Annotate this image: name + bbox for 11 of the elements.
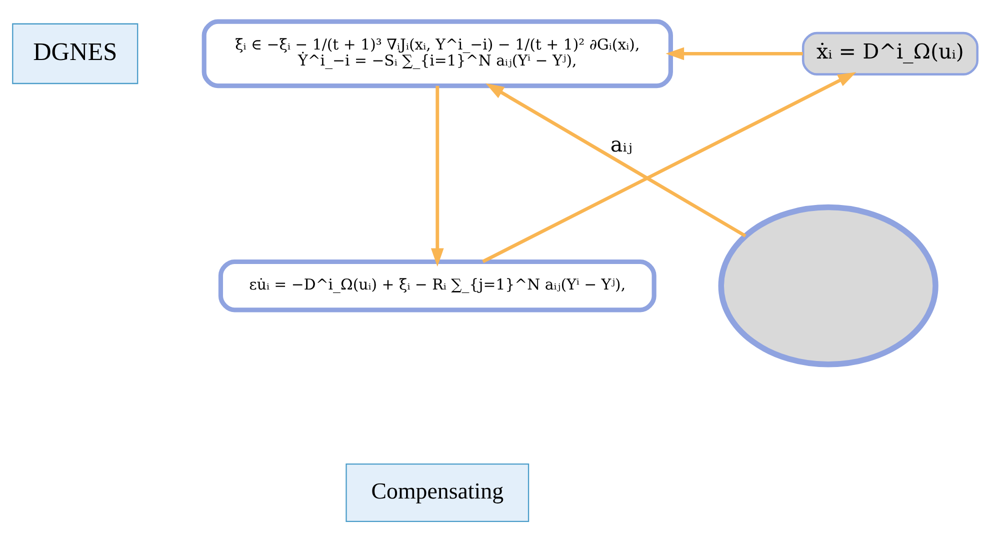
node-box: Compensating xyxy=(346,464,530,522)
node-box: DGNES xyxy=(12,23,138,84)
arrow xyxy=(666,47,803,60)
arrow xyxy=(482,72,856,264)
node-box: εu̇ᵢ = −D^i_Ω(uᵢ) + ξᵢ − Rᵢ ∑_{j=1}^N aᵢⱼ(Yⁱ − Yʲ), xyxy=(218,259,656,312)
edge-label: aᵢⱼ xyxy=(610,132,632,157)
node-cloud xyxy=(718,204,938,368)
arrow xyxy=(430,86,444,267)
node-box: ẋᵢ = D^i_Ω(uᵢ) xyxy=(802,32,978,76)
arrow xyxy=(486,83,746,238)
node-box: ξ̇ᵢ ∈ −ξᵢ − 1/(t + 1)³ ∇ᵢJᵢ(xᵢ, Y^i_−i) − 1/(t + 1)² ∂Gᵢ(xᵢ), Ẏ^i_−i = −Sᵢ ∑_{i=1}^N aᵢⱼ(Yⁱ − Yʲ), xyxy=(202,19,673,88)
